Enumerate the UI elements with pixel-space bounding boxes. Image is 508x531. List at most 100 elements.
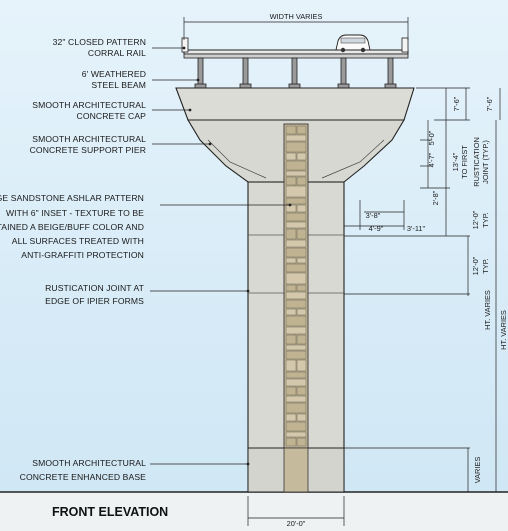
ashlar-stone	[285, 395, 307, 403]
ht-varies-dim: HT. VARIES	[483, 290, 492, 330]
corral-rail-right	[401, 37, 409, 53]
ashlar-stone	[296, 125, 307, 135]
ashlar-stone	[285, 257, 297, 264]
width-varies-dim: WIDTH VARIES	[270, 12, 323, 21]
beam-label-line1: 6' WEATHERED	[82, 69, 146, 79]
typ-a-dim-line1: 12'-0"	[471, 210, 480, 229]
ashlar-label-line1: LARGE SANDSTONE ASHLAR PATTERN	[0, 193, 144, 203]
ashlar-stone	[296, 334, 307, 345]
first-rust-dim-line2: TO FIRST	[460, 145, 469, 179]
ashlar-stone	[285, 134, 307, 142]
ashlar-stone	[285, 152, 297, 161]
ashlar-stone	[285, 228, 297, 240]
leader-lines	[150, 47, 290, 465]
five-ft-dim: 5'-0"	[427, 130, 436, 145]
pier-label-line2: CONCRETE SUPPORT PIER	[30, 145, 146, 155]
typ-b-dim-line2: TYP.	[481, 258, 490, 273]
ashlar-stones	[285, 125, 307, 447]
joint-label-line1: RUSTICATION JOINT AT	[45, 283, 145, 293]
three-eleven-dim: 3'-11"	[407, 224, 426, 233]
ashlar-stone	[296, 204, 307, 213]
ashlar-stone	[285, 239, 307, 248]
ground-area	[0, 492, 508, 531]
corral-rail-left	[181, 37, 189, 53]
steel-beams	[194, 57, 397, 89]
ashlar-stone	[285, 247, 307, 258]
ashlar-stone	[296, 359, 307, 372]
ashlar-stone	[296, 257, 307, 264]
ashlar-stone	[285, 284, 297, 292]
varies-dim: VARIES	[473, 457, 482, 484]
ashlar-stone	[285, 437, 297, 447]
ashlar-stone	[296, 308, 307, 316]
cap-height-dim: 7'-6"	[452, 96, 461, 111]
ashlar-stone	[285, 197, 307, 205]
cap-label-line2: CONCRETE CAP	[77, 111, 147, 121]
ashlar-stone	[285, 299, 307, 309]
ashlar-stone	[285, 170, 307, 177]
first-rust-dim-line1: 13'-4"	[451, 152, 460, 171]
rail-label-line2: CORRAL RAIL	[88, 48, 146, 58]
deck	[181, 37, 409, 59]
ashlar-stone	[285, 413, 297, 422]
ashlar-stone	[285, 204, 297, 213]
ashlar-stone	[285, 125, 297, 135]
ashlar-stone	[285, 291, 307, 300]
ashlar-label-line2: WITH 6" INSET - TEXTURE TO BE	[6, 208, 144, 218]
base-label-line2: CONCRETE ENHANCED BASE	[20, 472, 147, 482]
ashlar-stone	[296, 176, 307, 186]
ashlar-stone	[296, 284, 307, 292]
two-eight-dim: 2'-8"	[431, 190, 440, 205]
ashlar-stone	[296, 386, 307, 396]
ashlar-stone	[285, 221, 307, 229]
first-rust-dim-line4: JOINT (TYP.)	[481, 140, 490, 184]
base-width-dim: 20'-0"	[287, 519, 306, 528]
ashlar-stone	[296, 437, 307, 447]
cap-height-dim-2: 7'-6"	[485, 96, 494, 111]
ashlar-stone	[285, 402, 307, 414]
concrete-cap	[175, 87, 415, 121]
typ-a-dim-line2: TYP.	[481, 212, 490, 227]
ashlar-stone	[285, 334, 297, 345]
ashlar-stone	[296, 228, 307, 240]
ashlar-stone	[285, 315, 307, 327]
ashlar-stone	[285, 359, 297, 372]
four-seven-dim: 4'-7"	[427, 152, 436, 167]
ashlar-stone	[285, 421, 307, 432]
four-nine-dim: 4'-9"	[369, 224, 384, 233]
ashlar-label-line3: STAINED A BEIGE/BUFF COLOR AND	[0, 222, 144, 232]
ashlar-stone	[285, 176, 297, 186]
ashlar-stone	[285, 378, 307, 387]
ashlar-stone	[285, 371, 307, 379]
typ-b-dim-line1: 12'-0"	[471, 256, 480, 275]
ashlar-stone	[285, 212, 307, 222]
ashlar-stone	[285, 308, 297, 316]
ashlar-stone	[285, 386, 297, 396]
ashlar-stone	[285, 344, 307, 351]
ashlar-stone	[285, 272, 307, 285]
ashlar-stone	[296, 152, 307, 161]
drawing-title: FRONT ELEVATION	[52, 505, 168, 519]
first-rust-dim-line3: RUSTICATION	[472, 137, 481, 187]
beam-label-line2: STEEL BEAM	[91, 80, 146, 90]
car-icon	[335, 34, 371, 53]
ashlar-label-line4: ALL SURFACES TREATED WITH	[12, 236, 144, 246]
ashlar-stone	[285, 350, 307, 360]
pier-label-line1: SMOOTH ARCHITECTURAL	[32, 134, 146, 144]
ashlar-stone	[285, 160, 307, 171]
rail-label-line1: 32" CLOSED PATTERN	[53, 37, 146, 47]
ashlar-stone	[285, 263, 307, 273]
dimension-lines	[183, 17, 501, 526]
ashlar-stone	[285, 326, 307, 335]
ashlar-label-line5: ANTI-GRAFFITI PROTECTION	[21, 250, 144, 260]
leader-arrows	[182, 46, 292, 466]
ashlar-stone	[285, 141, 307, 153]
ashlar-stone	[296, 413, 307, 422]
cap-label-line1: SMOOTH ARCHITECTURAL	[32, 100, 146, 110]
base-label-line1: SMOOTH ARCHITECTURAL	[32, 458, 146, 468]
ashlar-stone	[285, 185, 307, 198]
three-eight-dim: 3'-8"	[366, 211, 381, 220]
ashlar-stone	[285, 431, 307, 438]
